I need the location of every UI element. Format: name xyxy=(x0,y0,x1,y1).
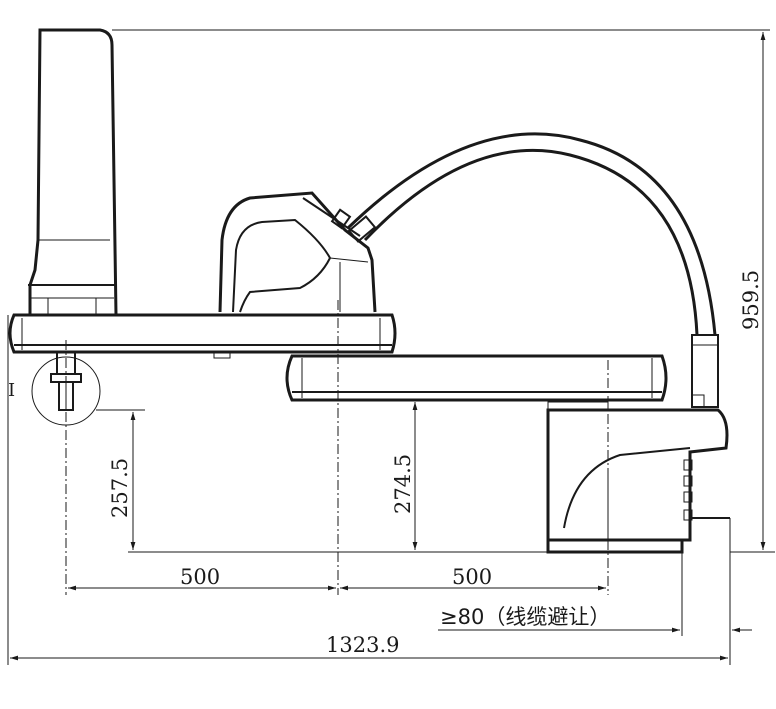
dim-tool-flange-height: 257.5 xyxy=(108,458,132,518)
dim-total-height: 959.5 xyxy=(739,270,763,330)
first-arm xyxy=(8,313,397,359)
cable-hose xyxy=(346,132,719,408)
robot-base xyxy=(546,401,730,554)
center-lines xyxy=(65,300,609,595)
detail-marker-label: I xyxy=(8,380,15,401)
elbow-housing xyxy=(218,191,377,313)
second-arm xyxy=(285,354,668,402)
dim-arm2-length: 500 xyxy=(452,565,492,589)
dimension-lines xyxy=(7,29,775,665)
robot-outline xyxy=(8,28,730,554)
dim-arm-clearance-height: 274.5 xyxy=(391,454,415,514)
dim-arm1-length: 500 xyxy=(180,565,220,589)
dim-total-length: 1323.9 xyxy=(326,633,399,657)
dim-cable-clearance: ≥80（线缆避让） xyxy=(440,605,610,629)
z-axis-column xyxy=(28,28,118,317)
